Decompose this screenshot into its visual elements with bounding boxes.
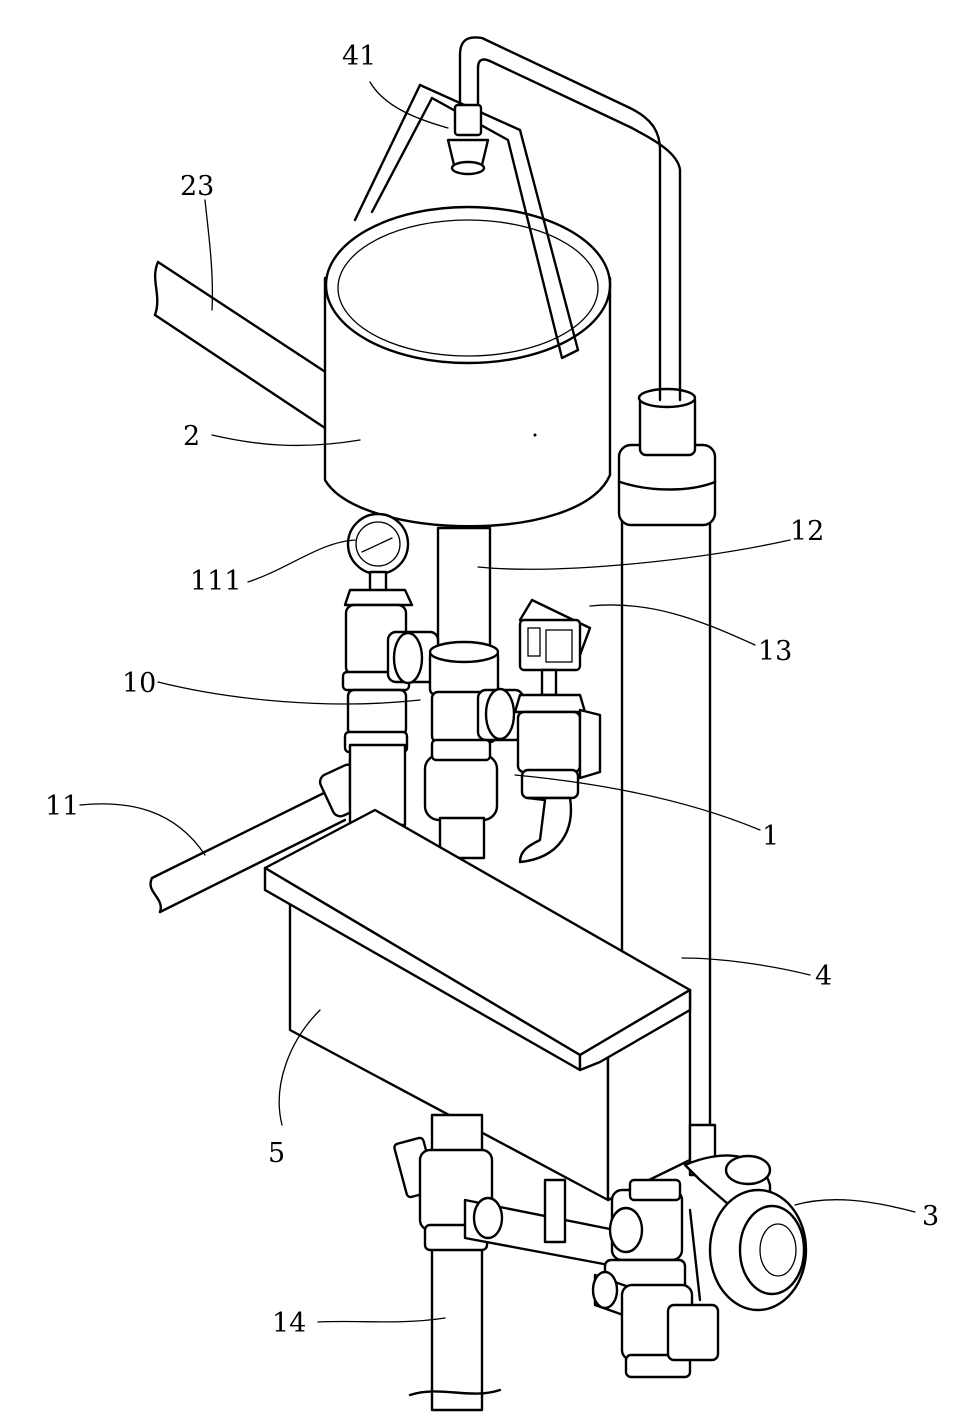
pipe-41-to-4 [458, 36, 682, 402]
label-41: 41 [342, 41, 376, 72]
label-2: 2 [183, 421, 200, 452]
valve-body-1 [423, 738, 499, 860]
gauge-111 [346, 512, 410, 596]
label-1: 1 [762, 821, 779, 852]
labels: 41 23 2 12 111 13 10 11 1 4 5 3 14 [45, 41, 939, 1339]
control-box-5 [263, 808, 692, 1202]
label-10: 10 [122, 668, 156, 699]
label-5: 5 [268, 1138, 285, 1169]
label-13: 13 [758, 636, 792, 667]
label-14: 14 [272, 1308, 306, 1339]
label-4: 4 [815, 961, 832, 992]
hanger [353, 83, 580, 360]
pipe-11 [149, 743, 407, 914]
label-23: 23 [180, 171, 214, 202]
pipe-23 [153, 260, 332, 432]
label-111: 111 [190, 566, 242, 597]
leader-lines [79, 81, 916, 1323]
label-3: 3 [922, 1201, 939, 1232]
label-12: 12 [790, 516, 824, 547]
cross-fitting-10 [341, 588, 525, 754]
label-11: 11 [45, 791, 79, 822]
valve-3 [683, 1154, 808, 1312]
tank-2 [323, 205, 612, 528]
nozzle-41 [446, 103, 490, 176]
pressure-switch-13 [513, 598, 602, 864]
